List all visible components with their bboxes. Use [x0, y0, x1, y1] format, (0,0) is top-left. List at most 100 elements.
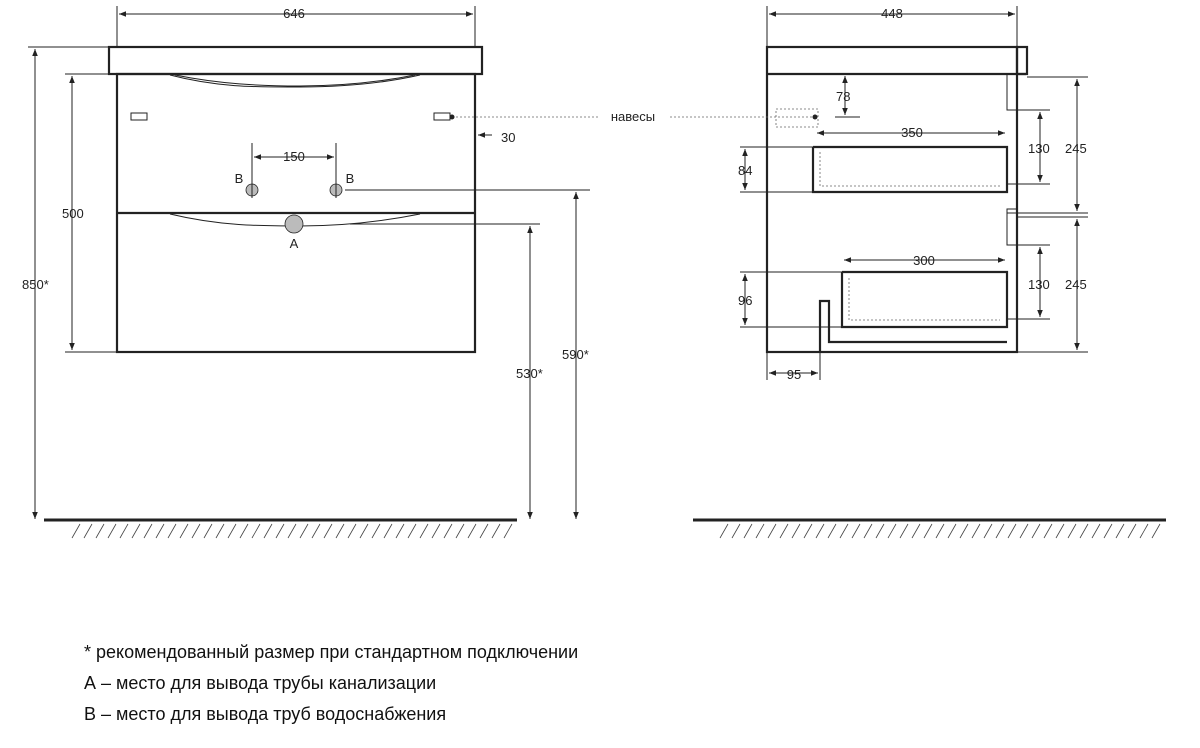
note-b-legend: В – место для вывода труб водоснабжения	[84, 704, 447, 724]
side-cabinet-body	[765, 45, 1019, 354]
hatch-line	[311, 523, 321, 539]
hatch-line	[935, 523, 945, 539]
hatch-line	[815, 523, 825, 539]
countertop	[107, 45, 484, 76]
hatch-line	[863, 523, 873, 539]
hatch-line	[839, 523, 849, 539]
side-view	[670, 6, 1166, 539]
dim-96-label: 96	[738, 293, 752, 308]
hatch-line	[899, 523, 909, 539]
front-view	[28, 6, 598, 539]
side-hinge-icon	[775, 108, 819, 128]
hatch-line	[167, 523, 177, 539]
note-a-legend: А – место для вывода трубы канализации	[84, 673, 437, 693]
hatch-line	[755, 523, 765, 539]
hatch-line	[455, 523, 465, 539]
hatch-line	[191, 523, 201, 539]
hatch-line	[479, 523, 489, 539]
dim-150-label: 150	[283, 149, 305, 164]
hatch-line	[119, 523, 129, 539]
dim-530-label: 530*	[516, 366, 543, 381]
hatch-line	[443, 523, 453, 539]
dim-448-label: 448	[881, 6, 903, 21]
hatch-line	[1067, 523, 1077, 539]
top-drawer-box	[811, 145, 1009, 194]
hatch-line	[1139, 523, 1149, 539]
hatch-line	[1151, 523, 1161, 539]
hatch-line	[431, 523, 441, 539]
hinge-right	[433, 112, 451, 121]
dim-646-label: 646	[283, 6, 305, 21]
side-countertop	[1015, 45, 1029, 76]
hatch-line	[287, 523, 297, 539]
hatch-line	[83, 523, 93, 539]
bottom-drawer-box	[840, 270, 1009, 329]
hatch-line	[923, 523, 933, 539]
hatch-line	[731, 523, 741, 539]
hatch-line	[947, 523, 957, 539]
side-front-mid	[1006, 208, 1018, 246]
hatch-line	[767, 523, 777, 539]
drain-a-label: A	[290, 236, 299, 251]
dim-350-label: 350	[901, 125, 923, 140]
hatch-line	[419, 523, 429, 539]
hatch-line	[335, 523, 345, 539]
hatch-line	[155, 523, 165, 539]
hatch-line	[131, 523, 141, 539]
dim-300-label: 300	[913, 253, 935, 268]
hatch-line	[1091, 523, 1101, 539]
hatch-line	[467, 523, 477, 539]
hatch-line	[1127, 523, 1137, 539]
pipe-b-left-label: B	[235, 171, 244, 186]
hatch-line	[179, 523, 189, 539]
dim-30-label: 30	[501, 130, 515, 145]
hatch-line	[779, 523, 789, 539]
hatch-line	[239, 523, 249, 539]
hatch-line	[95, 523, 105, 539]
hinges-label: навесы	[611, 109, 655, 124]
hatch-line	[1079, 523, 1089, 539]
dim-84-label: 84	[738, 163, 752, 178]
dim-245-bottom-label: 245	[1065, 277, 1087, 292]
hatch-line	[791, 523, 801, 539]
hatch-line	[227, 523, 237, 539]
hatch-line	[203, 523, 213, 539]
note-recommended: * рекомендованный размер при стандартном…	[84, 642, 579, 662]
top-drawer-handle	[169, 74, 421, 88]
hinge-left	[130, 112, 148, 121]
hatch-line	[1007, 523, 1017, 539]
hatch-line	[71, 523, 81, 539]
dim-130-bottom-label: 130	[1028, 277, 1050, 292]
dim-245-top-label: 245	[1065, 141, 1087, 156]
hatch-line	[1031, 523, 1041, 539]
hatch-line	[371, 523, 381, 539]
hatch-line	[323, 523, 333, 539]
hatch-line	[959, 523, 969, 539]
hatch-line	[263, 523, 273, 539]
dim-78-label: 78	[836, 89, 850, 104]
dim-130-top-label: 130	[1028, 141, 1050, 156]
hatch-line	[887, 523, 897, 539]
dim-590-label: 590*	[562, 347, 589, 362]
dim-850-label: 850*	[22, 277, 49, 292]
hatch-line	[971, 523, 981, 539]
hinge-point	[449, 114, 455, 120]
drain-a-icon	[284, 214, 304, 234]
hatch-line	[491, 523, 501, 539]
hatch-line	[395, 523, 405, 539]
hatch-line	[299, 523, 309, 539]
hatch-line	[1055, 523, 1065, 539]
hatch-line	[719, 523, 729, 539]
hatch-line	[743, 523, 753, 539]
hatch-line	[1115, 523, 1125, 539]
hatch-line	[359, 523, 369, 539]
hatch-line	[803, 523, 813, 539]
floor-hatch-front	[71, 523, 513, 539]
hatch-line	[983, 523, 993, 539]
hatch-line	[1019, 523, 1029, 539]
hatch-line	[275, 523, 285, 539]
hatch-line	[911, 523, 921, 539]
hatch-line	[347, 523, 357, 539]
hatch-line	[143, 523, 153, 539]
